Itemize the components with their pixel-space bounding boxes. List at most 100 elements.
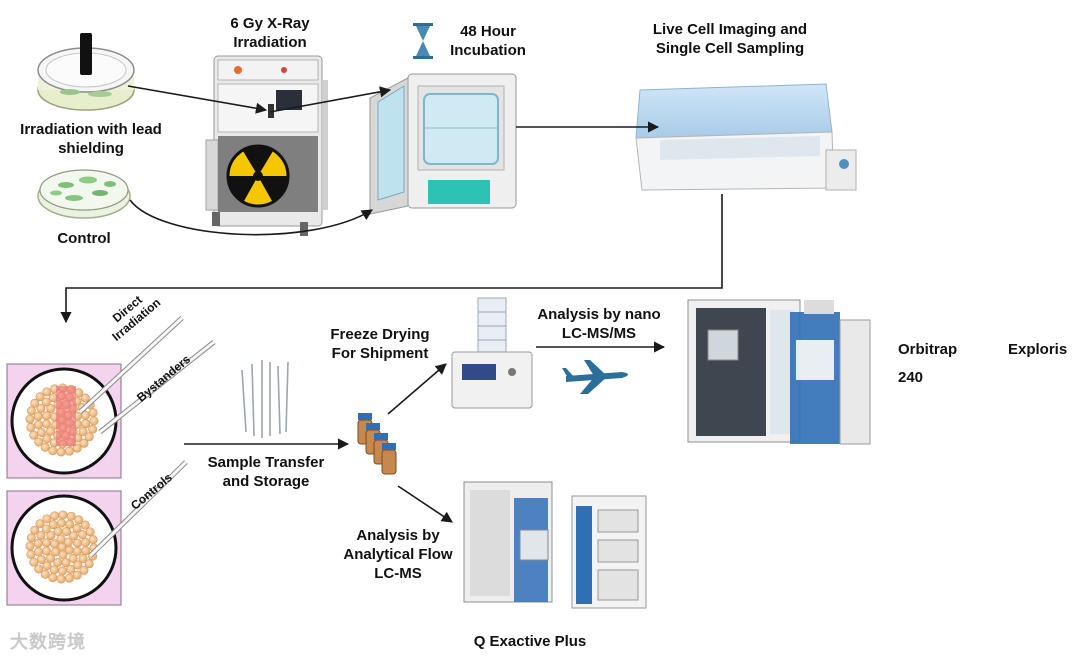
label-irradiation-lead: Irradiation with lead shielding: [20, 121, 162, 157]
cell: [42, 387, 52, 397]
cell: [78, 427, 88, 437]
cell: [84, 432, 94, 442]
cell: [80, 393, 90, 403]
cell: [30, 525, 40, 535]
arrow-vials-to-freeze: [387, 363, 447, 415]
cell: [68, 553, 78, 563]
label-240: 240: [898, 369, 924, 386]
xray-irradiator: [205, 55, 328, 236]
cell: [46, 531, 56, 541]
cell: [26, 549, 36, 559]
cell: [58, 510, 68, 520]
cell: [48, 520, 58, 530]
cell: [30, 398, 40, 408]
cell: [36, 554, 46, 564]
hourglass-icon: [413, 23, 433, 59]
cell: [74, 515, 84, 525]
cell: [84, 559, 94, 569]
cell: [26, 533, 36, 543]
cell: [58, 566, 68, 576]
cell: [34, 437, 44, 447]
live-cell-imaging-instrument: [635, 83, 857, 191]
cell: [29, 430, 39, 440]
cell: [41, 397, 51, 407]
arrow-imaging-to-sampling: [60, 194, 723, 324]
cell: [73, 560, 83, 570]
cell: [36, 427, 46, 437]
cell: [26, 406, 36, 416]
cell: [35, 392, 45, 402]
cell: [66, 511, 76, 521]
cell: [33, 547, 43, 557]
arrow-vials-to-qexactive: [397, 485, 453, 523]
cell: [72, 570, 82, 580]
cell: [29, 557, 39, 567]
cell: [41, 524, 51, 534]
cell: [46, 553, 56, 563]
cell: [41, 419, 51, 429]
freeze-dryer: [451, 297, 533, 409]
cell: [41, 546, 51, 556]
cell: [56, 574, 66, 584]
label-sample-transfer: Sample Transfer and Storage: [207, 454, 325, 490]
petri-dish-lead-shielded: [37, 33, 135, 111]
arrow-control-to-incubator: [129, 199, 373, 236]
q-exactive-instrument: [463, 481, 647, 609]
cell: [46, 426, 56, 436]
label-live-imaging: Live Cell Imaging and Single Cell Sampli…: [652, 21, 808, 57]
cell: [81, 546, 91, 556]
cell: [33, 538, 43, 548]
cell: [80, 520, 90, 530]
label-q-exactive: Q Exactive Plus: [473, 633, 587, 650]
incubator: [369, 73, 517, 215]
label-control: Control: [57, 230, 111, 247]
cell: [88, 424, 98, 434]
cell: [78, 554, 88, 564]
cell: [53, 557, 63, 567]
sample-vials: [357, 413, 397, 475]
capillary-tubes: [241, 360, 289, 438]
label-xray: 6 Gy X-Ray Irradiation: [230, 15, 310, 51]
cell: [81, 537, 91, 547]
cell: [26, 422, 36, 432]
orbitrap-instrument: [687, 299, 871, 445]
cell: [64, 446, 74, 456]
cell: [73, 538, 83, 548]
cell: [61, 527, 71, 537]
cell: [40, 569, 50, 579]
cell: [72, 523, 82, 533]
cell: [40, 442, 50, 452]
cell: [56, 518, 66, 528]
cell: [72, 443, 82, 453]
cell: [34, 564, 44, 574]
cell: [63, 537, 73, 547]
cell: [36, 530, 46, 540]
cell: [48, 573, 58, 583]
cell: [88, 408, 98, 418]
arrow-lead-to-xray: [127, 85, 268, 114]
cell: [68, 531, 78, 541]
cell: [48, 446, 58, 456]
cell: [42, 514, 52, 524]
cell: [79, 565, 89, 575]
cell: [46, 404, 56, 414]
cell: [72, 546, 82, 556]
cell: [25, 414, 35, 424]
cell: [33, 420, 43, 430]
airplane-icon: [562, 360, 628, 394]
cell: [36, 403, 46, 413]
cell: [50, 511, 60, 521]
cell: [25, 541, 35, 551]
panel-controls: [6, 490, 122, 606]
cell: [35, 519, 45, 529]
arrow-xray-to-incubator: [269, 86, 392, 113]
label-orbitrap: Orbitrap: [898, 341, 958, 358]
cell: [79, 438, 89, 448]
label-analysis-nano: Analysis by nano LC-MS/MS: [537, 306, 661, 342]
cell: [64, 573, 74, 583]
cell: [42, 434, 52, 444]
label-freeze-drying: Freeze Drying For Shipment: [330, 326, 430, 362]
cell: [88, 535, 98, 545]
cell: [33, 411, 43, 421]
